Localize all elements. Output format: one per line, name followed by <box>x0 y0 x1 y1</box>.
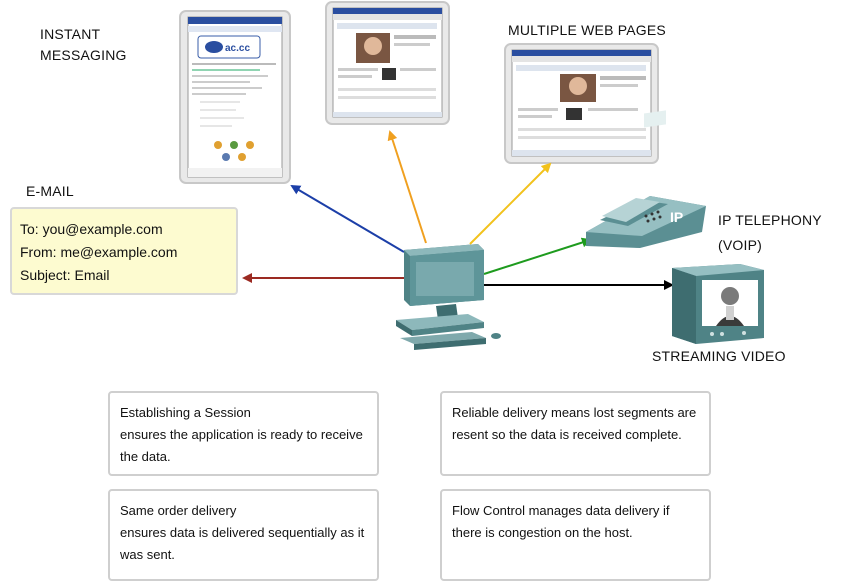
info-box-session: Establishing a Session ensures the appli… <box>108 391 379 476</box>
web-arrow-2 <box>469 162 552 245</box>
multiple-web-pages-label: MULTIPLE WEB PAGES <box>508 22 666 38</box>
web-arrow-1 <box>387 130 427 244</box>
ip-telephony-label: IP TELEPHONY (VOIP) <box>718 212 822 253</box>
email-label: E-MAIL <box>26 183 74 199</box>
streaming-video-label: STREAMING VIDEO <box>652 348 786 364</box>
web-page-screenshot-2 <box>504 43 659 164</box>
info-box-reliable: Reliable delivery means lost segments ar… <box>440 391 711 476</box>
info-head: Establishing a Session <box>120 405 251 420</box>
phone-badge: IP <box>670 209 683 225</box>
info-text: means lost segments are resent so the da… <box>452 405 697 442</box>
email-from: From: me@example.com <box>20 244 178 260</box>
instant-messaging-label: INSTANT MESSAGING <box>40 26 127 63</box>
video-monitor-icon <box>672 264 764 344</box>
info-head: Flow Control <box>452 503 525 518</box>
voip-arrow <box>483 237 592 275</box>
info-box-flow: Flow Control manages data delivery if th… <box>440 489 711 581</box>
info-text: manages data delivery if there is conges… <box>452 503 670 540</box>
web-page-screenshot-1 <box>325 1 450 125</box>
email-to: To: you@example.com <box>20 221 163 237</box>
email-box: To: you@example.com From: me@example.com… <box>10 207 238 295</box>
info-head: Same order delivery <box>120 503 237 518</box>
info-text: ensures data is delivered sequentially a… <box>120 525 365 562</box>
pda-screenshot: ac.cc <box>179 10 291 184</box>
info-box-order: Same order delivery ensures data is deli… <box>108 489 379 581</box>
ip-phone-icon: IP <box>586 110 706 248</box>
computer-icon <box>396 244 501 350</box>
svg-text:ac.cc: ac.cc <box>225 43 250 54</box>
info-text: ensures the application is ready to rece… <box>120 427 363 464</box>
im-arrow <box>290 184 405 253</box>
email-subject: Subject: Email <box>20 267 110 283</box>
info-head: Reliable delivery <box>452 405 548 420</box>
